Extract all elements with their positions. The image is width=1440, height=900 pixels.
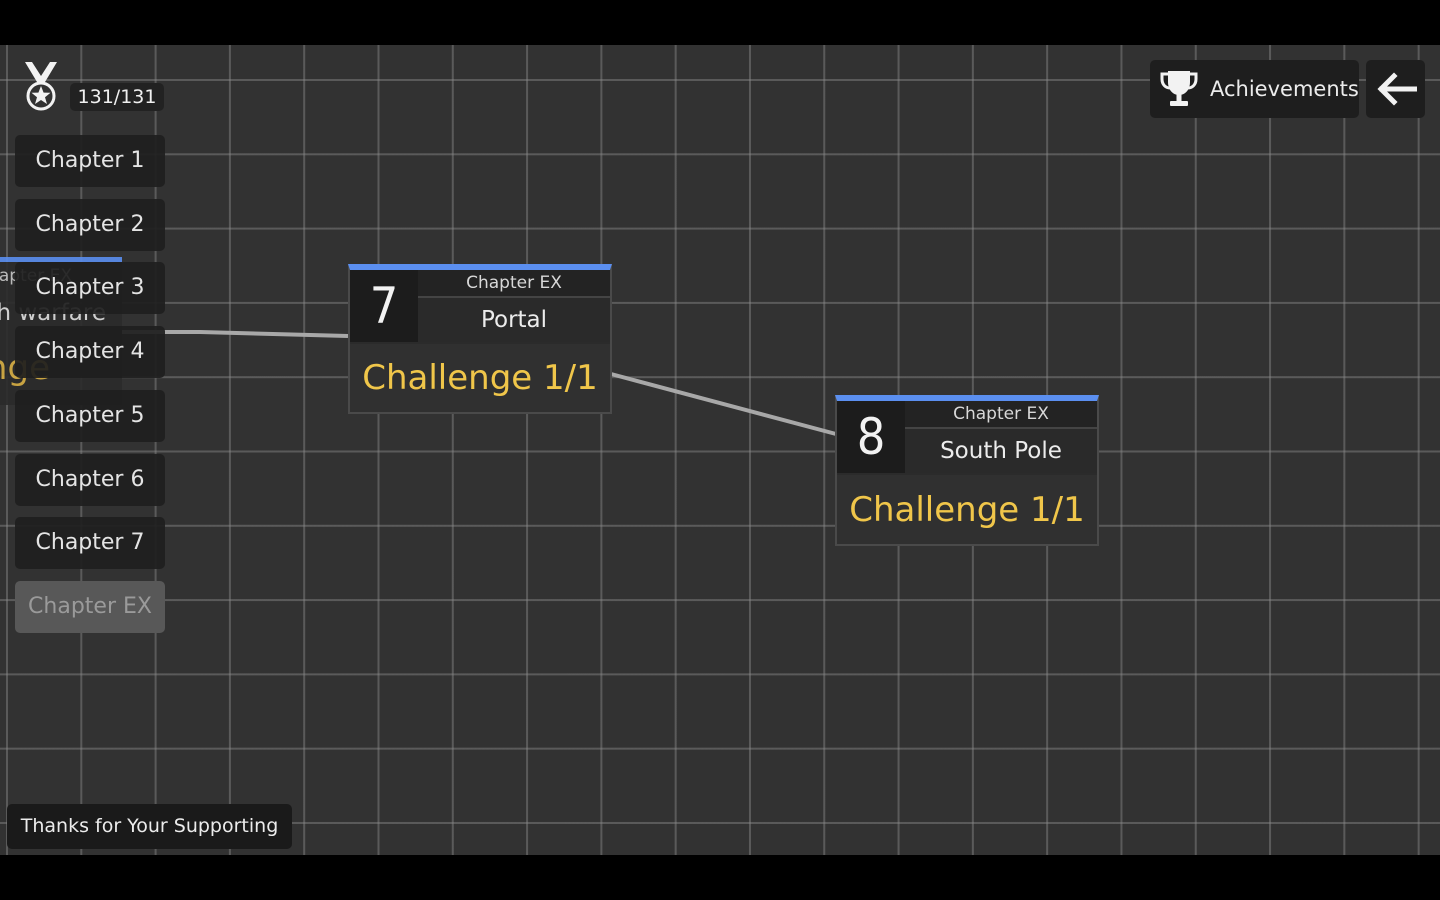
arrow-left-icon <box>1376 72 1417 106</box>
chapter-6-button[interactable]: Chapter 6 <box>15 454 165 506</box>
chapter-4-button[interactable]: Chapter 4 <box>15 326 165 378</box>
level-card-7[interactable]: 7 Chapter EX Portal Challenge 1/1 <box>348 264 612 414</box>
link-level-7-to-level-8 <box>610 372 837 436</box>
achievements-label: Achievements <box>1210 77 1359 101</box>
level-card-8[interactable]: 8 Chapter EX South Pole Challenge 1/1 <box>835 395 1099 546</box>
level-number: 7 <box>350 270 418 342</box>
back-button[interactable] <box>1366 60 1425 118</box>
chapter-1-button[interactable]: Chapter 1 <box>15 135 165 187</box>
chapter-2-button[interactable]: Chapter 2 <box>15 199 165 251</box>
trophy-icon <box>1160 71 1198 106</box>
level-chapter: Chapter EX <box>418 270 610 298</box>
level-links <box>122 330 837 436</box>
chapter-3-button[interactable]: Chapter 3 <box>15 262 165 314</box>
level-chapter: Chapter EX <box>905 401 1097 429</box>
chapter-ex-button[interactable]: Chapter EX <box>15 581 165 633</box>
level-number: 8 <box>837 401 905 473</box>
chapter-5-button[interactable]: Chapter 5 <box>15 390 165 442</box>
level-name: South Pole <box>905 429 1097 473</box>
level-challenge: Challenge 1/1 <box>837 475 1097 544</box>
medal-star-icon <box>25 62 57 111</box>
level-challenge: Challenge 1/1 <box>350 344 610 412</box>
level-map[interactable]: Chapter EX Trench warfare Challenge 1/1 … <box>0 45 1440 855</box>
achievements-button[interactable]: Achievements <box>1150 60 1359 118</box>
thanks-banner: Thanks for Your Supporting <box>7 804 292 849</box>
level-name: Portal <box>418 298 610 342</box>
chapter-7-button[interactable]: Chapter 7 <box>15 517 165 569</box>
completion-count: 131/131 <box>70 83 164 111</box>
